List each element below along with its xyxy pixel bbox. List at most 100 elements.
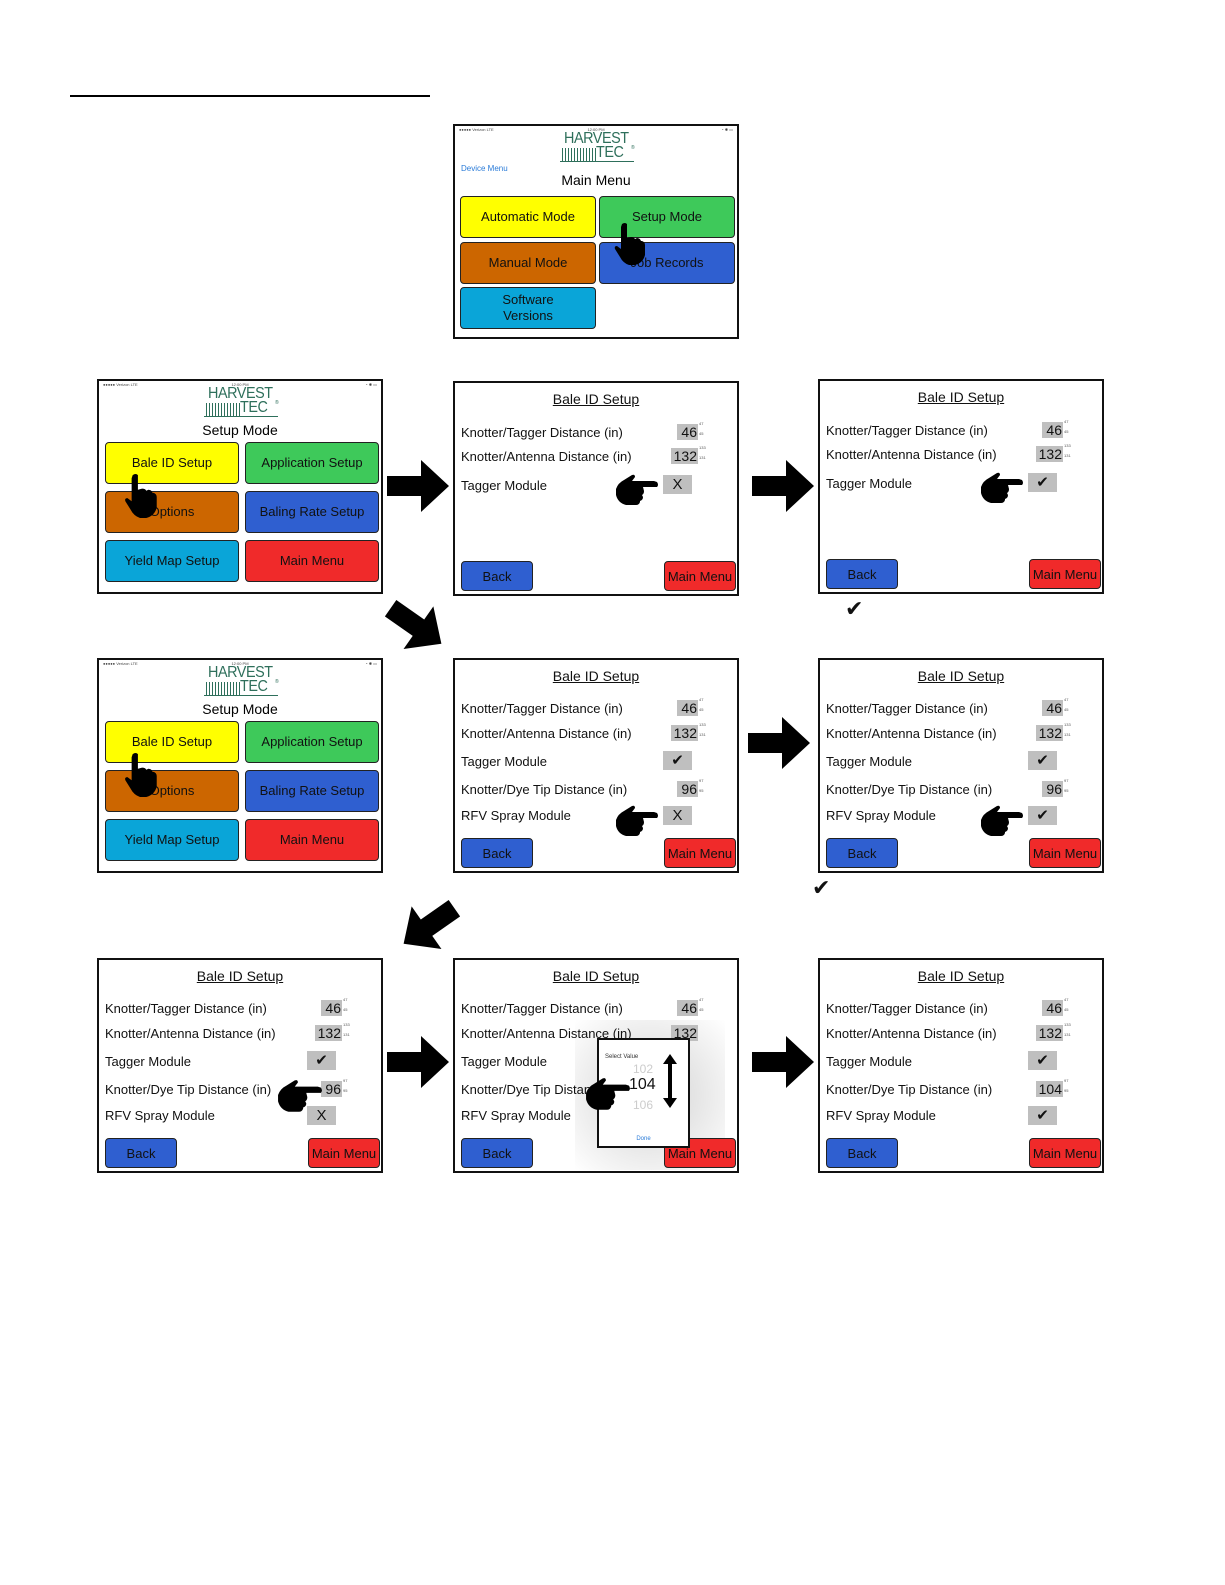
back-button[interactable]: Back xyxy=(826,1138,898,1168)
tagger-distance-value[interactable]: 46 xyxy=(677,700,698,716)
pointing-hand-icon xyxy=(614,223,645,265)
up-down-arrow-icon xyxy=(663,1054,677,1108)
page-title: Bale ID Setup xyxy=(196,968,284,984)
tagger-module-toggle[interactable]: ✔ xyxy=(307,1051,336,1070)
main-menu-button[interactable]: Main Menu xyxy=(664,838,736,868)
page-title: Main Menu xyxy=(561,172,631,188)
main-menu-button[interactable]: Main Menu xyxy=(1029,559,1101,589)
right-arrow-icon xyxy=(752,460,814,512)
back-button[interactable]: Back xyxy=(105,1138,177,1168)
options-button[interactable]: Options xyxy=(105,770,239,812)
back-button[interactable]: Back xyxy=(461,838,533,868)
pointing-hand-icon xyxy=(616,474,658,505)
page-title: Setup Mode xyxy=(202,422,278,438)
tagger-distance-value[interactable]: 46 xyxy=(677,1000,698,1016)
antenna-distance-value[interactable]: 132 xyxy=(1036,446,1063,462)
back-button[interactable]: Back xyxy=(826,559,898,589)
popup-title: Select Value xyxy=(605,1054,639,1060)
dye-distance-value[interactable]: 96 xyxy=(321,1081,342,1097)
picker-next-value[interactable]: 106 xyxy=(633,1098,654,1112)
bale-id-screen-7: Bale ID Setup Knotter/Tagger Distance (i… xyxy=(818,958,1104,1173)
antenna-distance-value[interactable]: 132 xyxy=(671,1025,698,1041)
picker-current-value[interactable]: 104 xyxy=(629,1076,656,1093)
antenna-distance-value[interactable]: 132 xyxy=(671,725,698,741)
bale-id-setup-button[interactable]: Bale ID Setup xyxy=(105,721,239,763)
setup-mode-screen-b: ●●●●● Verizon LTE 12:00 PM ◔ ✱ ▭ HARVEST… xyxy=(97,658,383,873)
main-menu-button[interactable]: Main Menu xyxy=(1029,1138,1101,1168)
status-battery: ◔ ✱ ▭ xyxy=(721,127,733,132)
rfv-module-toggle[interactable]: ✔ xyxy=(1028,1106,1057,1125)
picker-prev-value[interactable]: 102 xyxy=(633,1062,654,1076)
bale-id-screen-5: Bale ID Setup Knotter/Tagger Distance (i… xyxy=(97,958,383,1173)
main-menu-button[interactable]: Main Menu xyxy=(664,1138,736,1168)
right-arrow-icon xyxy=(748,717,810,769)
manual-mode-button[interactable]: Manual Mode xyxy=(460,242,596,284)
bale-id-screen-2: Bale ID Setup Knotter/Tagger Distance (i… xyxy=(818,379,1104,594)
main-menu-button[interactable]: Main Menu xyxy=(245,540,379,582)
antenna-distance-value[interactable]: 132 xyxy=(1036,1025,1063,1041)
dye-distance-value[interactable]: 96 xyxy=(677,781,698,797)
yield-map-setup-button[interactable]: Yield Map Setup xyxy=(105,540,239,582)
antenna-distance-value[interactable]: 132 xyxy=(1036,725,1063,741)
baling-rate-setup-button[interactable]: Baling Rate Setup xyxy=(245,770,379,812)
tagger-distance-value[interactable]: 46 xyxy=(1042,1000,1063,1016)
software-versions-button[interactable]: Software Versions xyxy=(460,287,596,329)
rfv-module-toggle[interactable]: ✔ xyxy=(1028,806,1057,825)
bale-id-screen-3: Bale ID Setup Knotter/Tagger Distance (i… xyxy=(453,658,739,873)
tagger-distance-value[interactable]: 46 xyxy=(321,1000,342,1016)
checkmark-note: ✔ xyxy=(845,596,864,621)
back-button[interactable]: Back xyxy=(461,1138,533,1168)
pointing-hand-icon xyxy=(586,1078,630,1110)
main-menu-button[interactable]: Main Menu xyxy=(308,1138,380,1168)
tagger-distance-value[interactable]: 46 xyxy=(1042,700,1063,716)
device-menu-link[interactable]: Device Menu xyxy=(461,164,508,173)
pointing-hand-icon xyxy=(125,753,157,797)
page-title: Bale ID Setup xyxy=(552,391,640,407)
pointing-hand-icon xyxy=(981,805,1023,836)
back-button[interactable]: Back xyxy=(461,561,533,591)
pointing-hand-icon xyxy=(981,472,1023,503)
page-title: Bale ID Setup xyxy=(917,389,1005,405)
section-underline xyxy=(70,95,430,97)
back-button[interactable]: Back xyxy=(826,838,898,868)
main-menu-button[interactable]: Main Menu xyxy=(664,561,736,591)
tagger-module-toggle[interactable]: ✔ xyxy=(1028,751,1057,770)
tagger-module-toggle[interactable]: ✔ xyxy=(663,751,692,770)
page-title: Bale ID Setup xyxy=(917,668,1005,684)
page-title: Bale ID Setup xyxy=(917,968,1005,984)
pointing-hand-icon xyxy=(278,1080,322,1112)
tagger-distance-value[interactable]: 46 xyxy=(677,424,698,440)
main-menu-button[interactable]: Main Menu xyxy=(1029,838,1101,868)
page-title: Bale ID Setup xyxy=(552,968,640,984)
automatic-mode-button[interactable]: Automatic Mode xyxy=(460,196,596,238)
options-button[interactable]: Options xyxy=(105,491,239,533)
job-records-button[interactable]: Job Records xyxy=(599,242,735,284)
tagger-module-toggle[interactable]: ✔ xyxy=(1028,1051,1057,1070)
antenna-distance-value[interactable]: 132 xyxy=(671,448,698,464)
pointing-hand-icon xyxy=(616,805,658,836)
tagger-module-toggle[interactable]: X xyxy=(663,475,692,494)
status-time: 12:00 PM xyxy=(587,127,605,132)
bale-id-setup-button[interactable]: Bale ID Setup xyxy=(105,442,239,484)
rfv-module-toggle[interactable]: X xyxy=(663,806,692,825)
application-setup-button[interactable]: Application Setup xyxy=(245,721,379,763)
done-button[interactable]: Done xyxy=(636,1136,651,1142)
yield-map-setup-button[interactable]: Yield Map Setup xyxy=(105,819,239,861)
main-menu-button[interactable]: Main Menu xyxy=(245,819,379,861)
rfv-module-toggle[interactable]: X xyxy=(307,1106,336,1125)
diagonal-down-right-arrow-icon xyxy=(385,600,442,650)
tagger-module-label: Tagger Module xyxy=(461,478,547,493)
baling-rate-setup-button[interactable]: Baling Rate Setup xyxy=(245,491,379,533)
setup-mode-screen-a: ●●●●● Verizon LTE 12:00 PM ◔ ✱ ▭ HARVEST… xyxy=(97,379,383,594)
tagger-distance-label: Knotter/Tagger Distance (in) xyxy=(461,425,623,440)
bale-id-screen-1: Bale ID Setup Knotter/Tagger Distance (i… xyxy=(453,381,739,596)
diagonal-down-left-arrow-icon xyxy=(403,900,460,950)
dye-distance-value[interactable]: 96 xyxy=(1042,781,1063,797)
dye-distance-value[interactable]: 104 xyxy=(1036,1081,1063,1097)
application-setup-button[interactable]: Application Setup xyxy=(245,442,379,484)
tagger-distance-value[interactable]: 46 xyxy=(1042,422,1063,438)
tagger-module-toggle[interactable]: ✔ xyxy=(1028,473,1057,492)
status-carrier: ●●●●● Verizon LTE xyxy=(459,127,494,132)
antenna-distance-value[interactable]: 132 xyxy=(315,1025,342,1041)
